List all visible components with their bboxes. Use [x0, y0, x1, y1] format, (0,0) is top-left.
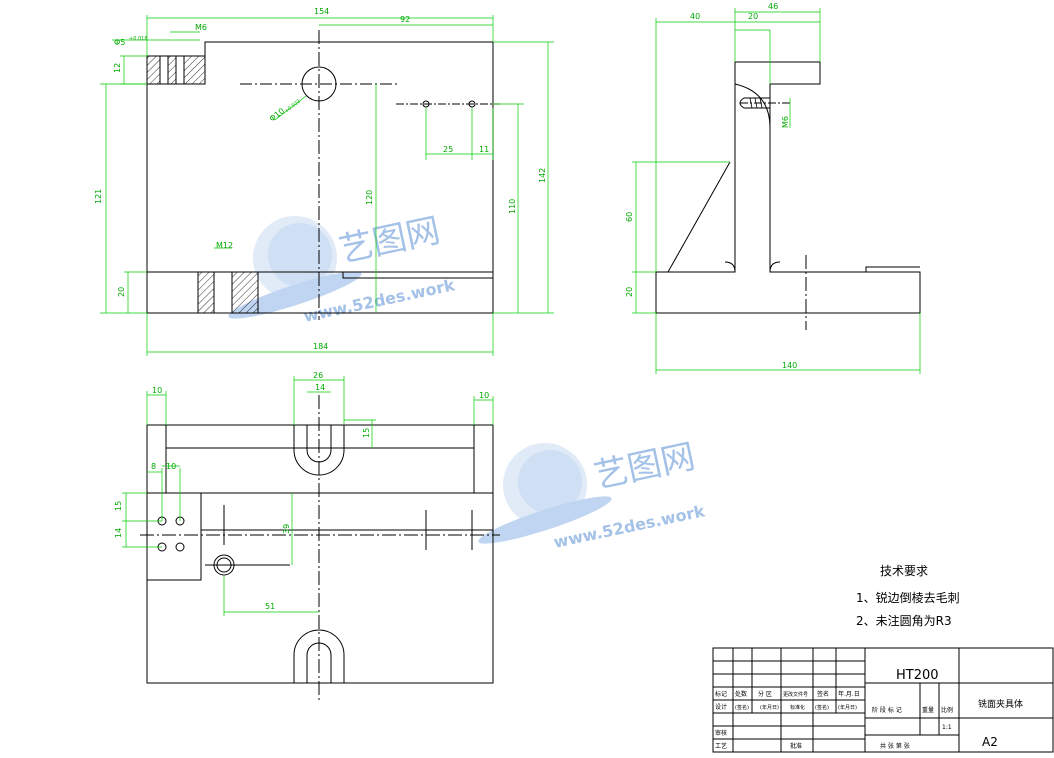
side-view-dimensions	[632, 8, 921, 374]
tb-approve: 批准	[790, 742, 802, 750]
scale-value: 1:1	[942, 724, 952, 731]
tb-stage: 阶 段 标 记	[872, 706, 902, 714]
dim-120: 120	[365, 190, 374, 205]
dim-14b: 14	[114, 528, 123, 538]
notes-item-2: 2、未注圆角为R3	[856, 613, 952, 628]
dim-15a: 15	[362, 428, 371, 438]
dim-142: 142	[538, 168, 547, 183]
title-block	[712, 647, 1054, 753]
threaded-hole	[739, 97, 771, 109]
material-label: HT200	[896, 668, 939, 683]
dim-10c: 10	[166, 462, 176, 471]
top-view-dim-text: 10 26 14 10 15 8 10 15 14 39 51	[114, 371, 489, 611]
dim-phi5-tol: +0.018	[129, 36, 148, 42]
dim-15b: 15	[114, 501, 123, 511]
dim-8: 8	[151, 462, 156, 471]
slot-bottom-outer	[293, 629, 345, 683]
tb-process: 工艺	[715, 742, 727, 750]
tb-sheets: 共 张 第 张	[880, 742, 910, 750]
tb-zone: 分 区	[758, 690, 772, 698]
dim-154: 154	[314, 7, 329, 16]
tb-mark: 标记	[715, 690, 727, 698]
tb-ymd: (年月日)	[760, 704, 779, 711]
dim-25: 25	[443, 145, 453, 154]
tb-drawer: (签名)	[735, 704, 749, 711]
dim-phi5: Φ5	[114, 38, 125, 47]
front-view	[146, 30, 500, 320]
dim-40: 40	[690, 12, 700, 21]
tb-signature: 签名	[817, 690, 829, 698]
tb-ymd2: (年月日)	[838, 704, 857, 711]
tb-standard: 标准化	[790, 704, 805, 711]
side-view-dim-text: 46 40 20 M6 60 20 140	[625, 2, 797, 370]
notes-title: 技术要求	[880, 564, 928, 578]
dim-20b-side: 20	[625, 287, 634, 297]
dim-12: 12	[113, 63, 122, 73]
tb-sig2: (签名)	[815, 704, 829, 711]
dim-26: 26	[313, 371, 323, 380]
tb-ratio: 比例	[941, 706, 953, 714]
side-view	[655, 61, 921, 330]
dim-10a: 10	[152, 386, 162, 395]
dim-110: 110	[508, 199, 517, 214]
tb-design: 设计	[715, 703, 727, 711]
dim-m6-side: M6	[781, 116, 790, 128]
dim-11: 11	[479, 145, 489, 154]
tb-change-doc: 更改文件号	[783, 691, 808, 698]
dim-m12: M12	[216, 241, 233, 250]
tb-weight: 重量	[922, 706, 934, 714]
dim-184: 184	[313, 342, 328, 351]
dim-92: 92	[400, 15, 410, 24]
dim-phi10-tol: +0.022	[284, 98, 302, 114]
notes-item-1: 1、锐边倒棱去毛刺	[856, 590, 960, 605]
dim-46: 46	[768, 2, 778, 11]
dim-140: 140	[782, 361, 797, 370]
dim-20-side: 20	[748, 12, 758, 21]
watermark-brand-2: 艺图网	[591, 436, 699, 496]
watermark-1: 艺图网 www.52des.work	[228, 210, 457, 326]
watermark-2: 艺图网 www.52des.work	[478, 436, 707, 552]
top-view	[140, 395, 500, 700]
dim-121: 121	[94, 189, 103, 204]
technical-requirements: 技术要求 1、锐边倒棱去毛刺 2、未注圆角为R3	[856, 564, 960, 628]
tb-count: 处数	[735, 690, 747, 698]
tb-date: 年.月.日	[838, 690, 860, 698]
dim-14: 14	[315, 383, 325, 392]
tb-review: 审核	[715, 729, 727, 737]
title-block-text: HT200 铣面夹具体 1:1 A2 标记 处数 分 区 更改文件号 签名 年.…	[715, 668, 1023, 750]
part-name: 铣面夹具体	[978, 698, 1023, 710]
top-hole-4	[175, 542, 185, 552]
top-view-dimensions	[122, 376, 494, 616]
dim-m6: M6	[195, 23, 207, 32]
dim-10b: 10	[479, 391, 489, 400]
dim-51: 51	[265, 602, 275, 611]
sheet-size: A2	[982, 735, 998, 749]
dim-60: 60	[625, 212, 634, 222]
front-view-dimensions	[100, 15, 554, 356]
dim-39: 39	[282, 524, 291, 534]
dim-20: 20	[117, 287, 126, 297]
watermark-brand-1: 艺图网	[336, 210, 444, 270]
